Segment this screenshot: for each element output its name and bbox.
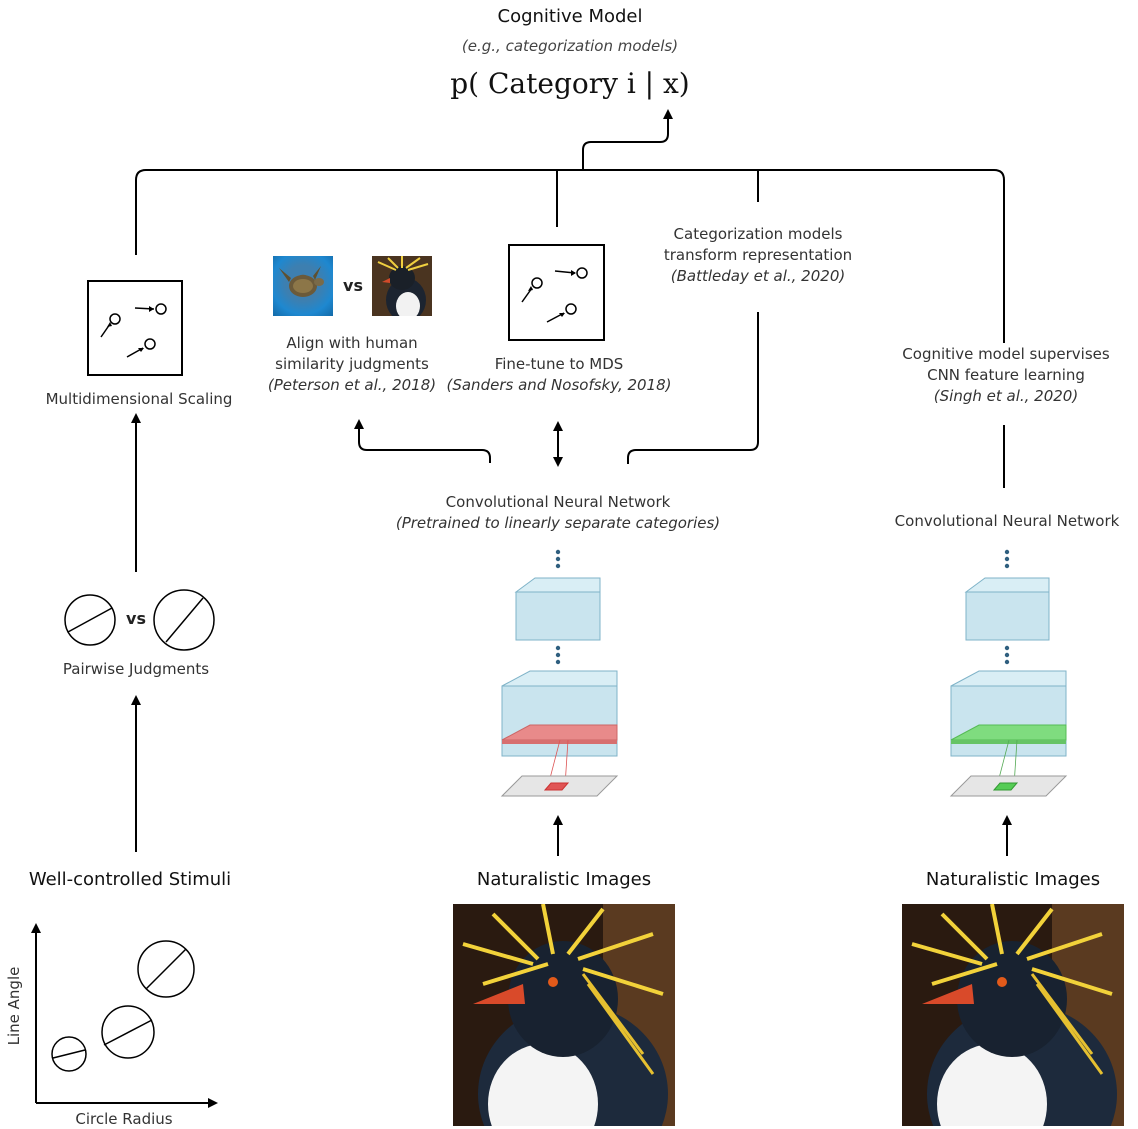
cnn-diagram-middle	[500, 549, 619, 797]
mds-box-middle	[508, 244, 605, 341]
align-citation: (Peterson et al., 2018)	[267, 376, 437, 394]
penguin-icon	[453, 904, 675, 1126]
finetune-label: Fine-tune to MDS	[494, 355, 624, 373]
cognitive-model-subtitle: (e.g., categorization models)	[461, 37, 679, 55]
penguin-icon	[902, 904, 1124, 1126]
images-title-right: Naturalistic Images	[925, 869, 1101, 890]
cognitive-model-title: Cognitive Model	[497, 6, 643, 27]
turtle-icon	[279, 266, 324, 304]
cnn-to-transform-line	[627, 312, 759, 464]
stimuli-plot	[31, 923, 218, 1108]
pairwise-vs: vs	[126, 609, 146, 628]
axis-y-label: Line Angle	[5, 966, 23, 1046]
pairwise-circle-large	[153, 589, 215, 651]
top-bus-line	[135, 169, 1005, 343]
mds-box-left	[87, 280, 183, 376]
cnn-to-align-arrow	[354, 419, 491, 463]
align-vs: vs	[343, 276, 363, 295]
align-label-2: similarity judgments	[275, 355, 429, 373]
align-label-1: Align with human	[286, 334, 418, 352]
penguin-image-right	[902, 904, 1124, 1126]
cnn-title-middle: Convolutional Neural Network	[445, 493, 671, 511]
transform-label-2: transform representation	[663, 246, 853, 264]
axis-x-label: Circle Radius	[75, 1110, 173, 1128]
transform-label-1: Categorization models	[673, 225, 843, 243]
pairwise-label: Pairwise Judgments	[62, 660, 210, 678]
turtle-image	[273, 256, 333, 316]
supervise-label-2: CNN feature learning	[927, 366, 1085, 384]
penguin-thumb-image	[372, 256, 432, 316]
penguin-image-middle	[453, 904, 675, 1126]
finetune-citation: (Sanders and Nosofsky, 2018)	[446, 376, 672, 394]
bus-to-model-arrow	[582, 109, 673, 170]
cnn-title-right: Convolutional Neural Network	[894, 512, 1120, 530]
cnn-subtitle-middle: (Pretrained to linearly separate categor…	[395, 514, 721, 532]
pairwise-circle-small	[64, 594, 116, 646]
penguin-thumb-icon	[372, 256, 432, 316]
supervise-label-1: Cognitive model supervises	[902, 345, 1110, 363]
cnn-diagram-right	[949, 549, 1068, 797]
stimuli-title: Well-controlled Stimuli	[28, 869, 232, 890]
supervise-citation: (Singh et al., 2020)	[933, 387, 1079, 405]
category-formula: p( Category i | x)	[450, 67, 690, 100]
images-title-middle: Naturalistic Images	[476, 869, 652, 890]
mds-label: Multidimensional Scaling	[45, 390, 233, 408]
transform-citation: (Battleday et al., 2020)	[670, 267, 846, 285]
